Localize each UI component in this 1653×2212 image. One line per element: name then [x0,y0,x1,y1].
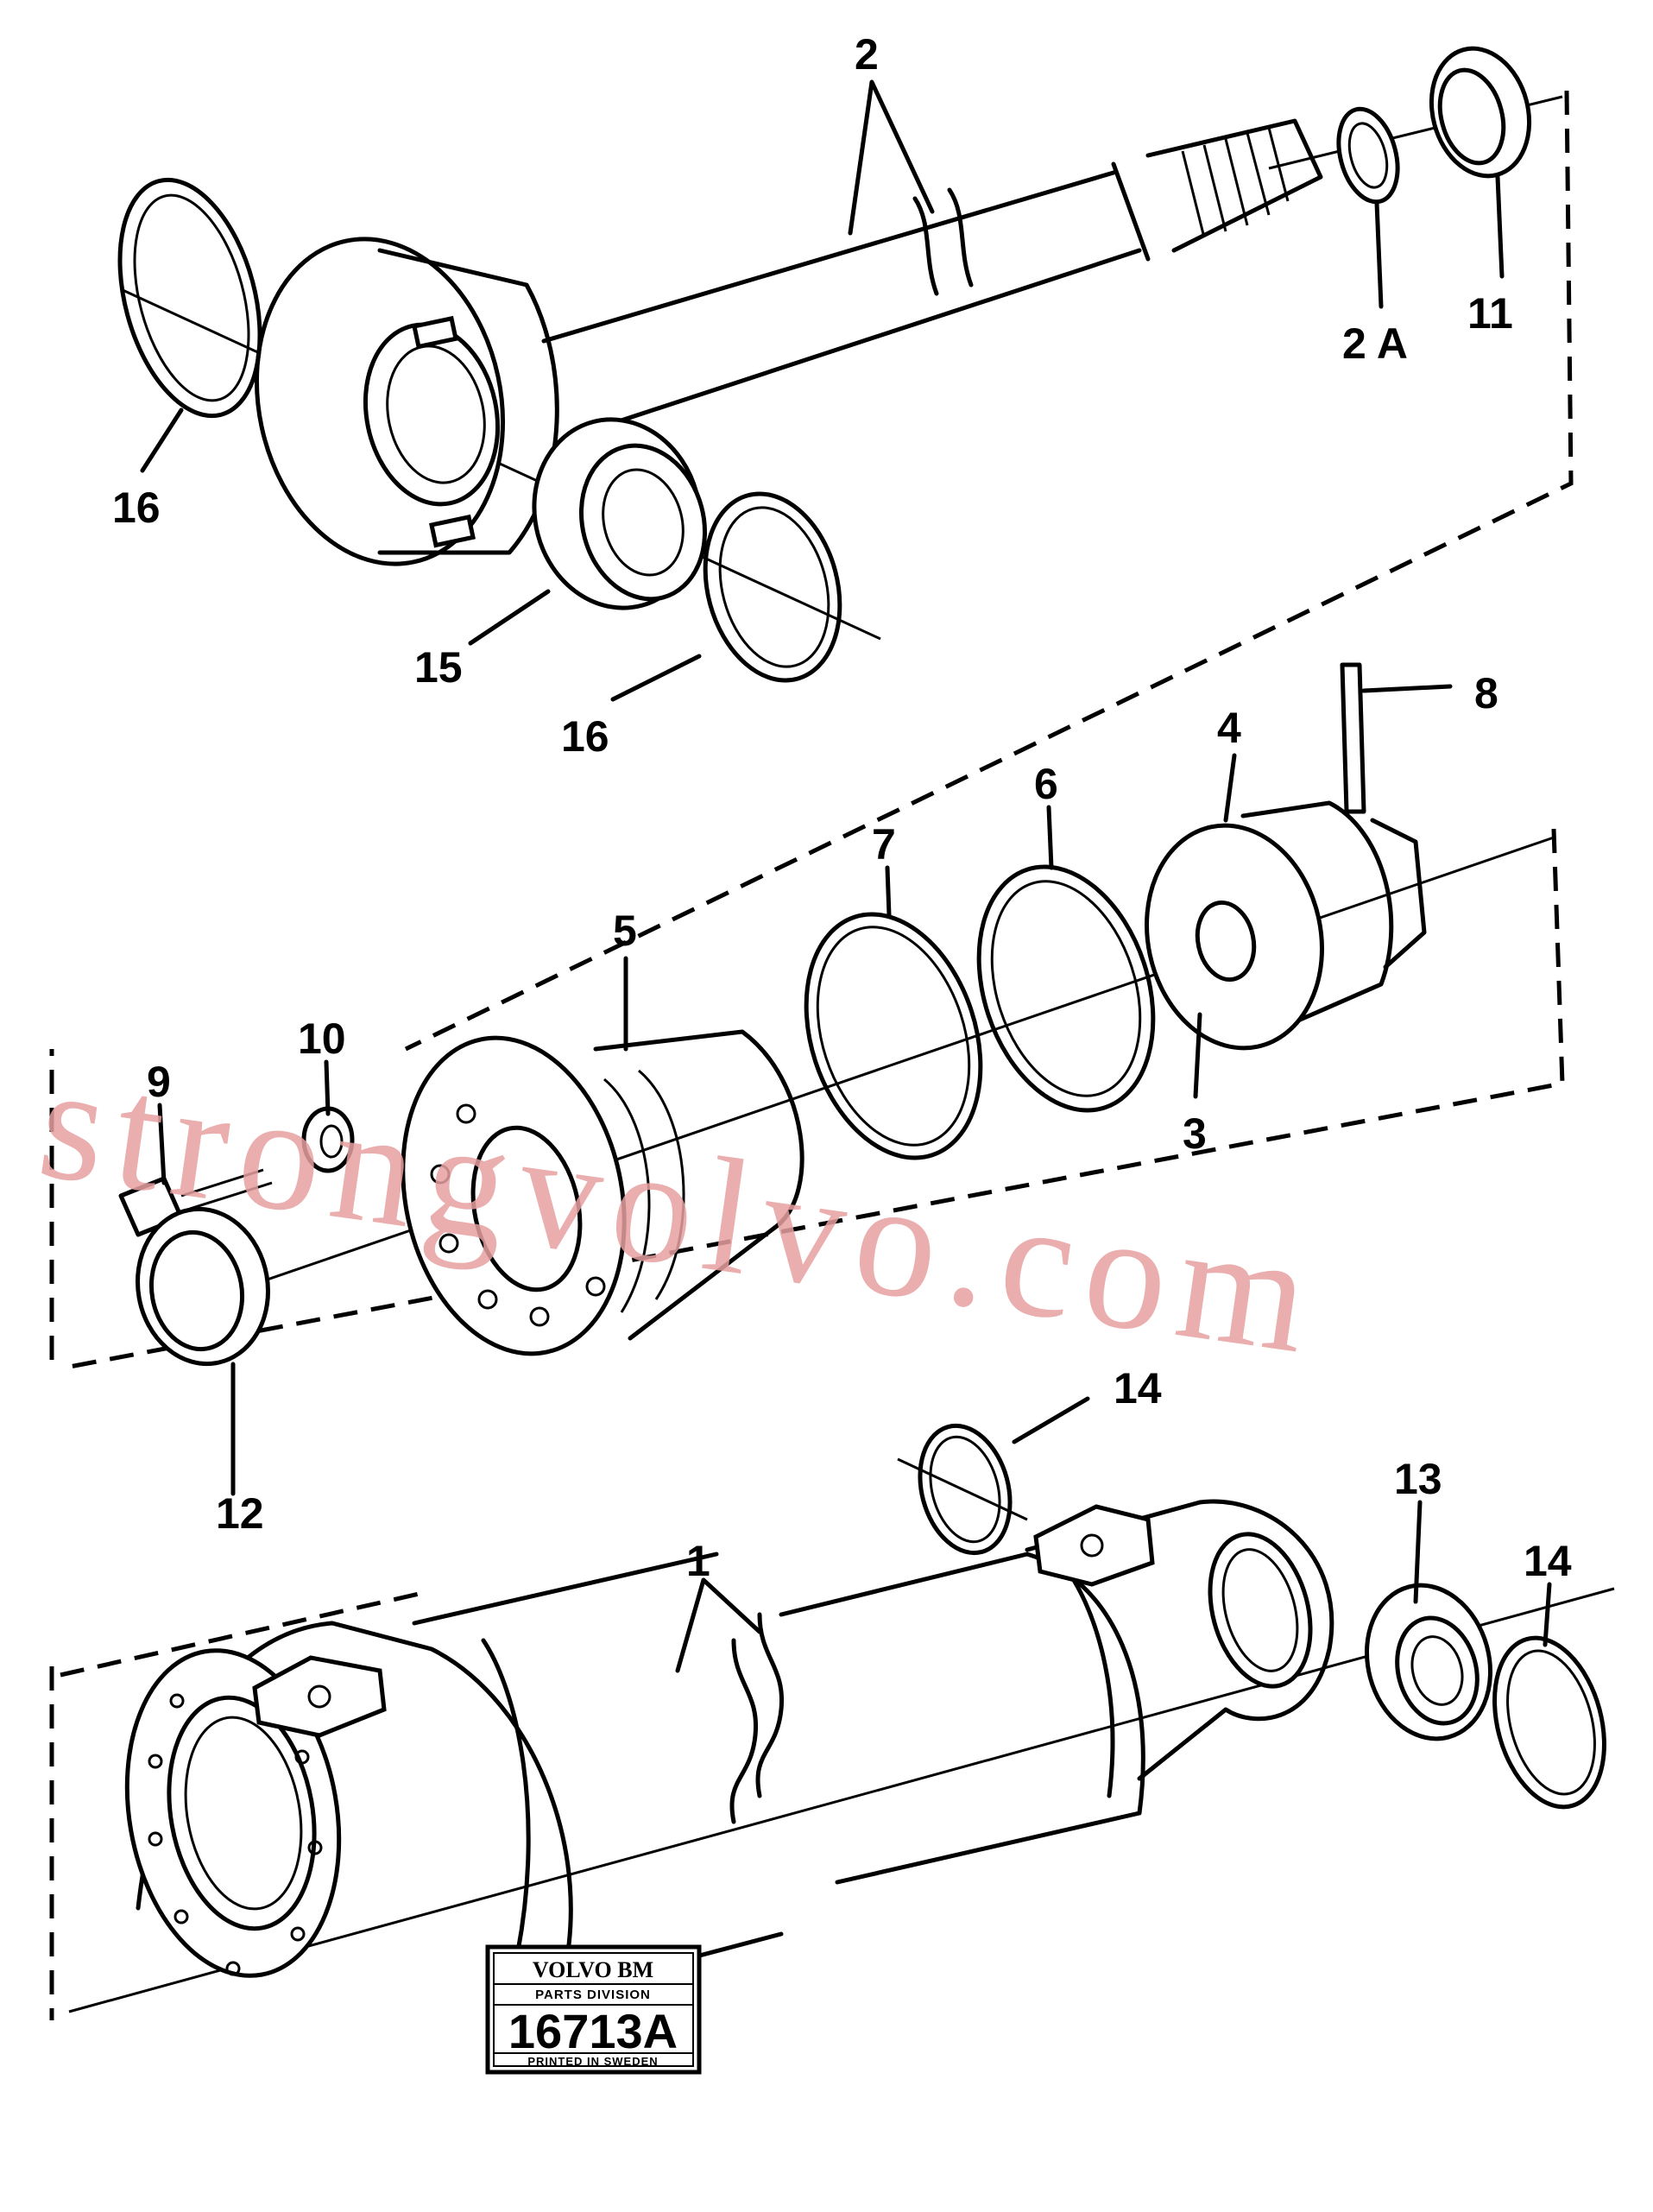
callout-16-left: 16 [112,483,161,532]
callout-8: 8 [1474,669,1498,717]
stamp-brand: VOLVO BM [533,1957,653,1982]
callout-2a: 2 A [1342,319,1408,368]
callout-4: 4 [1217,704,1241,752]
callout-12: 12 [216,1489,264,1538]
piston-head-group [49,662,1565,1496]
callout-2: 2 [855,30,879,79]
callout-14-right: 14 [1524,1537,1572,1585]
callout-14-top: 14 [1114,1364,1162,1413]
stamp-number: 16713A [508,2004,678,2058]
callout-7: 7 [872,820,896,869]
cylinder-tube-group [49,1396,1615,2020]
callout-16-right: 16 [561,712,609,761]
callout-13: 13 [1394,1455,1442,1503]
piston-rod-group [117,46,1574,1052]
stamp-division: PARTS DIVISION [535,1988,651,2002]
callout-10: 10 [298,1014,346,1063]
callout-5: 5 [613,907,637,955]
callout-9: 9 [147,1058,171,1106]
callout-6: 6 [1034,760,1058,808]
callout-1: 1 [686,1537,710,1585]
volvo-bm-stamp: VOLVO BM PARTS DIVISION 16713A PRINTED I… [485,1944,702,2075]
callout-11: 11 [1467,289,1513,338]
callout-15: 15 [414,643,463,692]
callout-3: 3 [1183,1109,1207,1158]
stamp-printed: PRINTED IN SWEDEN [527,2055,658,2068]
callout-labels: 1 2 2 A 3 4 5 6 7 8 9 10 11 12 13 14 14 … [112,30,1572,1585]
